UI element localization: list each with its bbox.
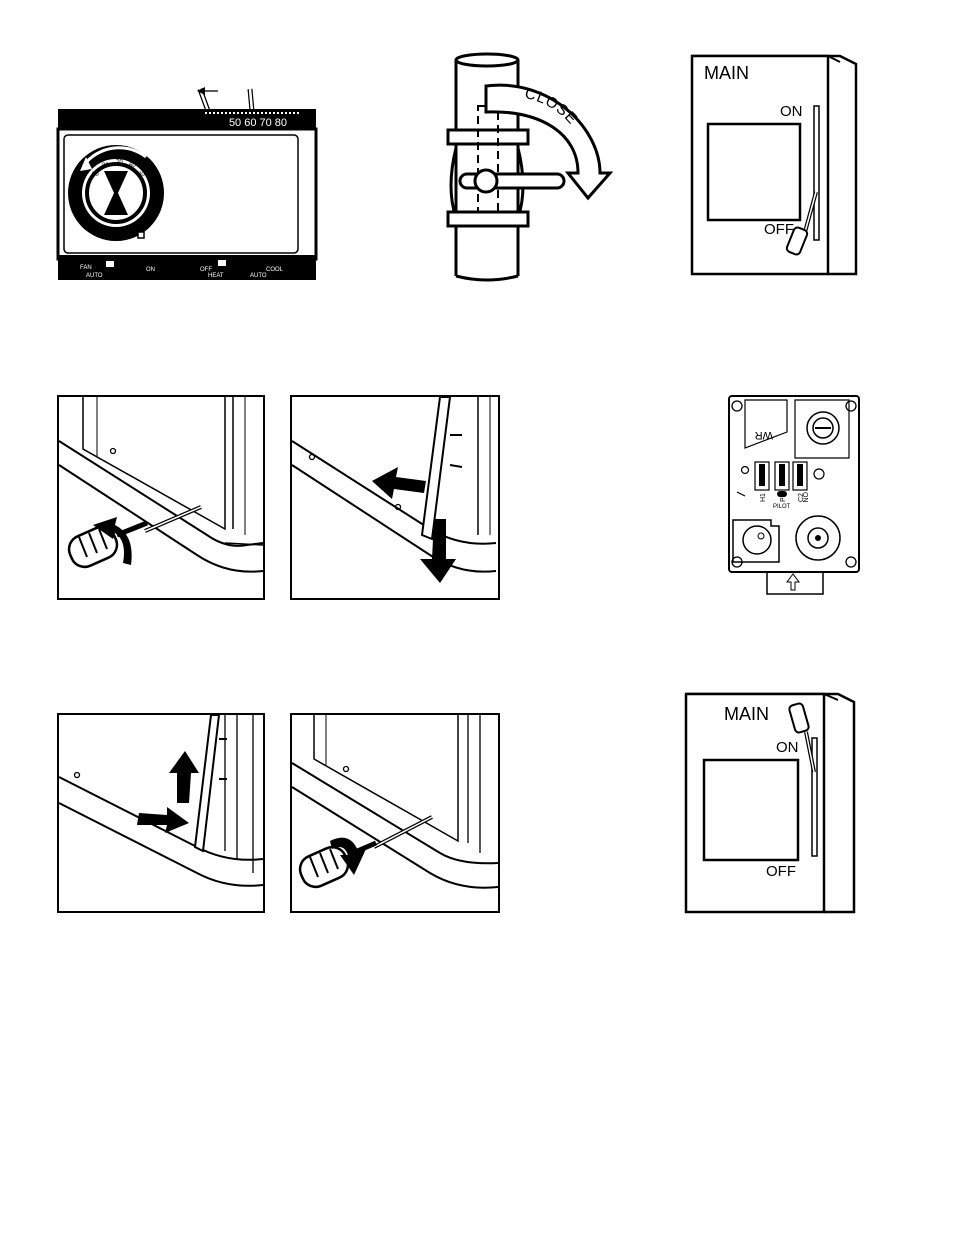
panel-remove-illustration bbox=[290, 395, 500, 600]
gas-control-illustration: WR H1 P3 C2 ON PILOT bbox=[723, 392, 863, 597]
fan-on-label: ON bbox=[146, 267, 155, 273]
gas-control-knob[interactable] bbox=[777, 491, 787, 497]
on-label: ON bbox=[780, 103, 803, 120]
dial-mark-5: 80 bbox=[138, 172, 145, 178]
gas-valve-handle[interactable] bbox=[460, 170, 564, 192]
off-label-2: OFF bbox=[766, 863, 796, 880]
pilot-label: PILOT bbox=[773, 504, 791, 510]
system-switch[interactable] bbox=[218, 260, 226, 266]
screw-tighten-illustration bbox=[290, 713, 500, 913]
main-label-2: MAIN bbox=[724, 704, 769, 724]
main-label: MAIN bbox=[704, 63, 749, 83]
off-label: OFF bbox=[764, 221, 794, 238]
fan-label: FAN bbox=[80, 265, 92, 271]
thermostat-scale-label: 50 60 70 80 bbox=[229, 117, 287, 129]
gas-valve-illustration: CLOSE bbox=[440, 48, 620, 283]
dial-mark-3: 70 bbox=[116, 160, 123, 166]
thermostat-dial[interactable]: 50 80 70 60 80 bbox=[68, 145, 164, 241]
wr-label: WR bbox=[755, 429, 773, 441]
fan-switch[interactable] bbox=[106, 261, 114, 267]
main-switch-on-illustration: MAIN ON OFF bbox=[684, 690, 860, 915]
dial-mark-2: 80 bbox=[102, 163, 109, 169]
dial-mark-4: 60 bbox=[129, 163, 136, 169]
screw-loosen-illustration bbox=[57, 395, 265, 600]
main-switch-off-illustration: MAIN ON OFF bbox=[690, 52, 862, 277]
fan-auto-label: AUTO bbox=[86, 273, 103, 279]
on-label-2: ON bbox=[776, 739, 799, 756]
dial-mark-1: 50 bbox=[92, 172, 99, 178]
system-cool-label: COOL bbox=[266, 267, 284, 273]
system-heat-label: HEAT bbox=[208, 273, 224, 279]
panel-replace-illustration bbox=[57, 713, 265, 913]
h1-label: H1 bbox=[760, 493, 767, 502]
thermostat-illustration: 50 60 70 80 50 80 70 60 80 FAN AUTO ON O… bbox=[50, 85, 318, 285]
gas-on-label: ON bbox=[801, 492, 808, 503]
system-auto-label: AUTO bbox=[250, 273, 267, 279]
